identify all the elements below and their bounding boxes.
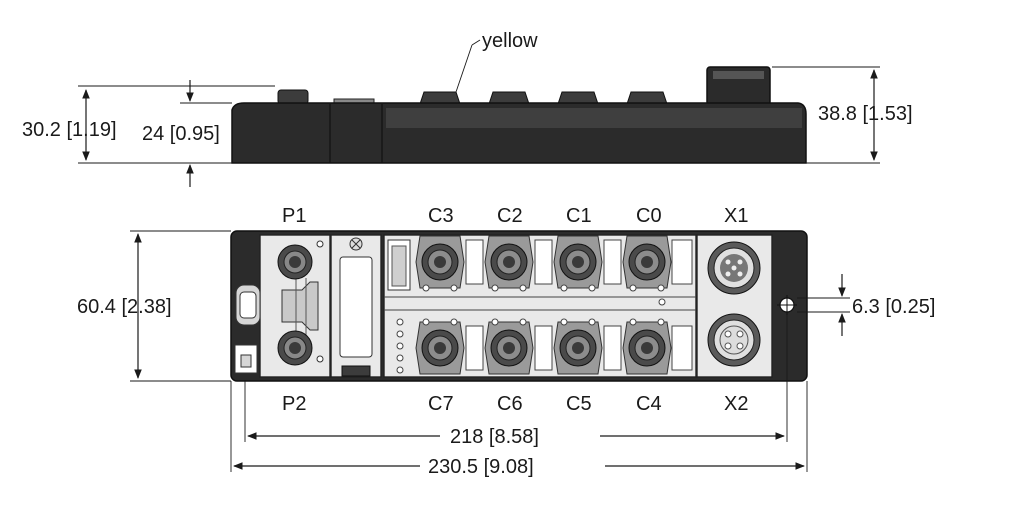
label-p2: P2 [282, 393, 306, 415]
dim-30-2-label: 30.2 [1.19] [22, 119, 117, 141]
port-divider [534, 325, 553, 371]
side-connector-c1 [557, 91, 599, 105]
top-view [230, 230, 808, 382]
dim-6-3-label: 6.3 [0.25] [852, 296, 935, 318]
port-divider [534, 239, 553, 285]
port-divider [465, 325, 484, 371]
label-p1: P1 [282, 205, 306, 227]
yellow-callout-line [455, 44, 473, 93]
dim-60-4-label: 60.4 [2.38] [77, 296, 172, 318]
side-connector-c0 [626, 91, 668, 105]
port-x1 [707, 241, 761, 295]
label-c5: C5 [566, 393, 592, 415]
dim-24-label: 24 [0.95] [142, 123, 220, 145]
status-leds [396, 318, 404, 374]
label-c7: C7 [428, 393, 454, 415]
port-divider [465, 239, 484, 285]
label-c0: C0 [636, 205, 662, 227]
port-divider [603, 239, 622, 285]
label-c4: C4 [636, 393, 662, 415]
dim-230-5-label: 230.5 [9.08] [428, 456, 534, 478]
port-c1 [553, 235, 603, 289]
dim-218-label: 218 [8.58] [450, 426, 539, 448]
port-c4 [622, 321, 672, 375]
port-c6 [484, 321, 534, 375]
port-c2 [484, 235, 534, 289]
dim-38-8-label: 38.8 [1.53] [818, 103, 913, 125]
side-connector-c3 [419, 91, 461, 105]
side-view [231, 66, 807, 164]
port-p1 [277, 244, 313, 280]
port-c3 [415, 235, 465, 289]
port-p2 [277, 330, 313, 366]
port-c7 [415, 321, 465, 375]
port-divider [603, 325, 622, 371]
label-c2: C2 [497, 205, 523, 227]
label-x1: X1 [724, 205, 748, 227]
port-c0 [622, 235, 672, 289]
side-connector-p1 [277, 89, 309, 105]
yellow-callout-label: yellow [482, 30, 538, 52]
port-x2 [707, 313, 761, 367]
side-connector-c2 [488, 91, 530, 105]
port-c5 [553, 321, 603, 375]
label-c3: C3 [428, 205, 454, 227]
label-x2: X2 [724, 393, 748, 415]
label-c1: C1 [566, 205, 592, 227]
label-c6: C6 [497, 393, 523, 415]
